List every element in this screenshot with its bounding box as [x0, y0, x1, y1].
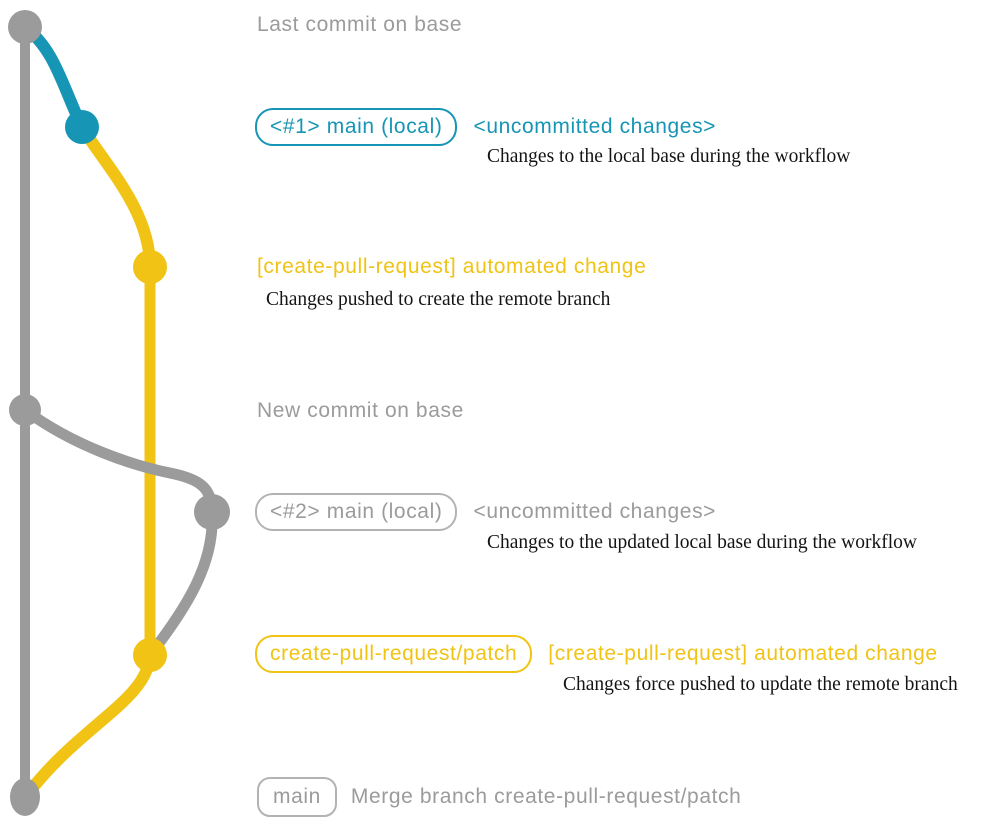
step3-description: Changes to the updated local base during…: [487, 532, 917, 553]
step2-description: Changes pushed to create the remote bran…: [266, 289, 611, 310]
step3-title: <uncommitted changes>: [473, 500, 717, 523]
commit-dot-local-2: [194, 494, 230, 530]
branch-badge-main: main: [257, 777, 337, 817]
last-commit-label: Last commit on base: [257, 13, 463, 36]
step3-row: <#2> main (local) <uncommitted changes>: [255, 493, 716, 531]
step1-row: <#1> main (local) <uncommitted changes>: [255, 108, 716, 146]
merge-row: main Merge branch create-pull-request/pa…: [257, 777, 741, 817]
branch-badge-main-local-2: <#2> main (local): [255, 493, 458, 531]
commit-dot-new-on-base: [9, 394, 41, 426]
step1-description: Changes to the local base during the wor…: [487, 146, 851, 167]
merge-curve: [22, 654, 156, 799]
new-commit-label: New commit on base: [257, 399, 464, 422]
step1-title: <uncommitted changes>: [473, 115, 717, 138]
local-branch-curve-3: [145, 511, 218, 659]
local-branch-curve-1: [21, 22, 88, 130]
commit-dot-local-1: [65, 110, 99, 144]
step4-row: create-pull-request/patch [create-pull-r…: [255, 635, 938, 673]
branch-badge-create-pull-request-patch: create-pull-request/patch: [255, 635, 533, 673]
commit-dot-merge: [10, 778, 40, 816]
commit-dot-automated-2: [133, 638, 167, 672]
merge-label: Merge branch create-pull-request/patch: [350, 785, 742, 808]
local-branch-curve-2: [21, 405, 218, 513]
commit-dot-automated-1: [133, 250, 167, 284]
step4-title: [create-pull-request] automated change: [548, 642, 938, 665]
remote-branch-curve-1: [76, 123, 156, 268]
step2-title: [create-pull-request] automated change: [257, 255, 647, 278]
branch-badge-main-local-1: <#1> main (local): [255, 108, 458, 146]
commit-dot-last-on-base: [8, 10, 42, 44]
step4-description: Changes force pushed to update the remot…: [563, 674, 958, 695]
